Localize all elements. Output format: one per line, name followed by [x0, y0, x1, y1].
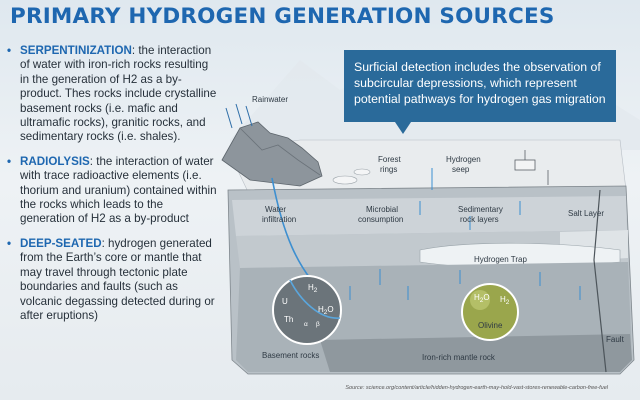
label-water-infiltration-1: Water: [265, 205, 286, 214]
label-olivine-h2: H2: [500, 295, 510, 306]
label-salt-layer: Salt Layer: [568, 209, 604, 218]
label-uranium: U: [282, 297, 288, 306]
bullet-dot: •: [7, 154, 12, 168]
label-forest-rings-2: rings: [380, 165, 397, 174]
bullet-term: DEEP-SEATED: [20, 236, 102, 250]
rain-arrows: [225, 103, 253, 129]
surficial-detection-callout: Surficial detection includes the observa…: [344, 50, 616, 122]
drilling-rig-icon: [514, 150, 549, 185]
label-hydrogen-trap: Hydrogen Trap: [474, 255, 527, 264]
label-rainwater: Rainwater: [252, 95, 288, 104]
bullet-dot: •: [7, 44, 12, 57]
bullet-term: SERPENTINIZATION: [20, 44, 132, 57]
forest-rings: [332, 168, 371, 185]
radiolysis-water-band: [289, 279, 341, 319]
label-olivine-h2o: H2O: [474, 293, 490, 304]
label-radiolysis-h2: H2: [308, 283, 318, 294]
mantle-layer: [320, 334, 632, 372]
fault-line: [593, 189, 607, 373]
label-alpha: α: [304, 321, 308, 328]
label-hydrogen-seep-2: seep: [452, 165, 470, 174]
label-forest-rings-1: Forest: [378, 155, 401, 164]
bullet-radiolysis: • RADIOLYSIS: the interaction of water w…: [6, 155, 218, 227]
label-microbial-consumption-2: consumption: [358, 215, 403, 224]
bullet-term: RADIOLYSIS: [20, 154, 90, 168]
sedimentary-layer-1: [232, 196, 627, 236]
bullet-text: : hydrogen generated from the Earth’s co…: [20, 236, 215, 322]
label-radiolysis-h2o: H2O: [318, 305, 334, 316]
label-water-infiltration-2: infiltration: [262, 215, 296, 224]
label-mantle-rock: Iron-rich mantle rock: [422, 353, 496, 362]
bullet-text: : the interaction of water with iron-ric…: [20, 44, 217, 144]
label-thorium: Th: [284, 315, 293, 324]
callout-pointer: [395, 122, 411, 134]
rock-mountain-shade: [239, 127, 321, 176]
bullet-dot: •: [7, 236, 12, 250]
bullet-text: : the interaction of water with trace ra…: [20, 154, 217, 226]
label-beta: β: [316, 321, 320, 328]
olivine-circle: [461, 283, 519, 341]
bullet-deep-seated: • DEEP-SEATED: hydrogen generated from t…: [6, 237, 218, 323]
label-fault: Fault: [606, 335, 625, 344]
rock-mountain: [221, 121, 323, 187]
label-sedimentary-1: Sedimentary: [458, 205, 503, 214]
label-hydrogen-seep-1: Hydrogen: [446, 155, 481, 164]
label-sedimentary-2: rock layers: [460, 215, 499, 224]
bullet-serpentinization: • SERPENTINIZATION: the interaction of w…: [6, 44, 218, 145]
page-title: PRIMARY HYDROGEN GENERATION SOURCES: [10, 4, 555, 29]
label-olivine: Olivine: [478, 321, 503, 330]
label-microbial-consumption-1: Microbial: [366, 205, 398, 214]
source-citation: Source: science.org/content/article/hidd…: [345, 385, 608, 391]
radiolysis-circle: [272, 275, 342, 345]
bullet-list: • SERPENTINIZATION: the interaction of w…: [6, 44, 218, 333]
olivine-highlight: [470, 290, 490, 310]
label-basement-rocks: Basement rocks: [262, 351, 319, 360]
